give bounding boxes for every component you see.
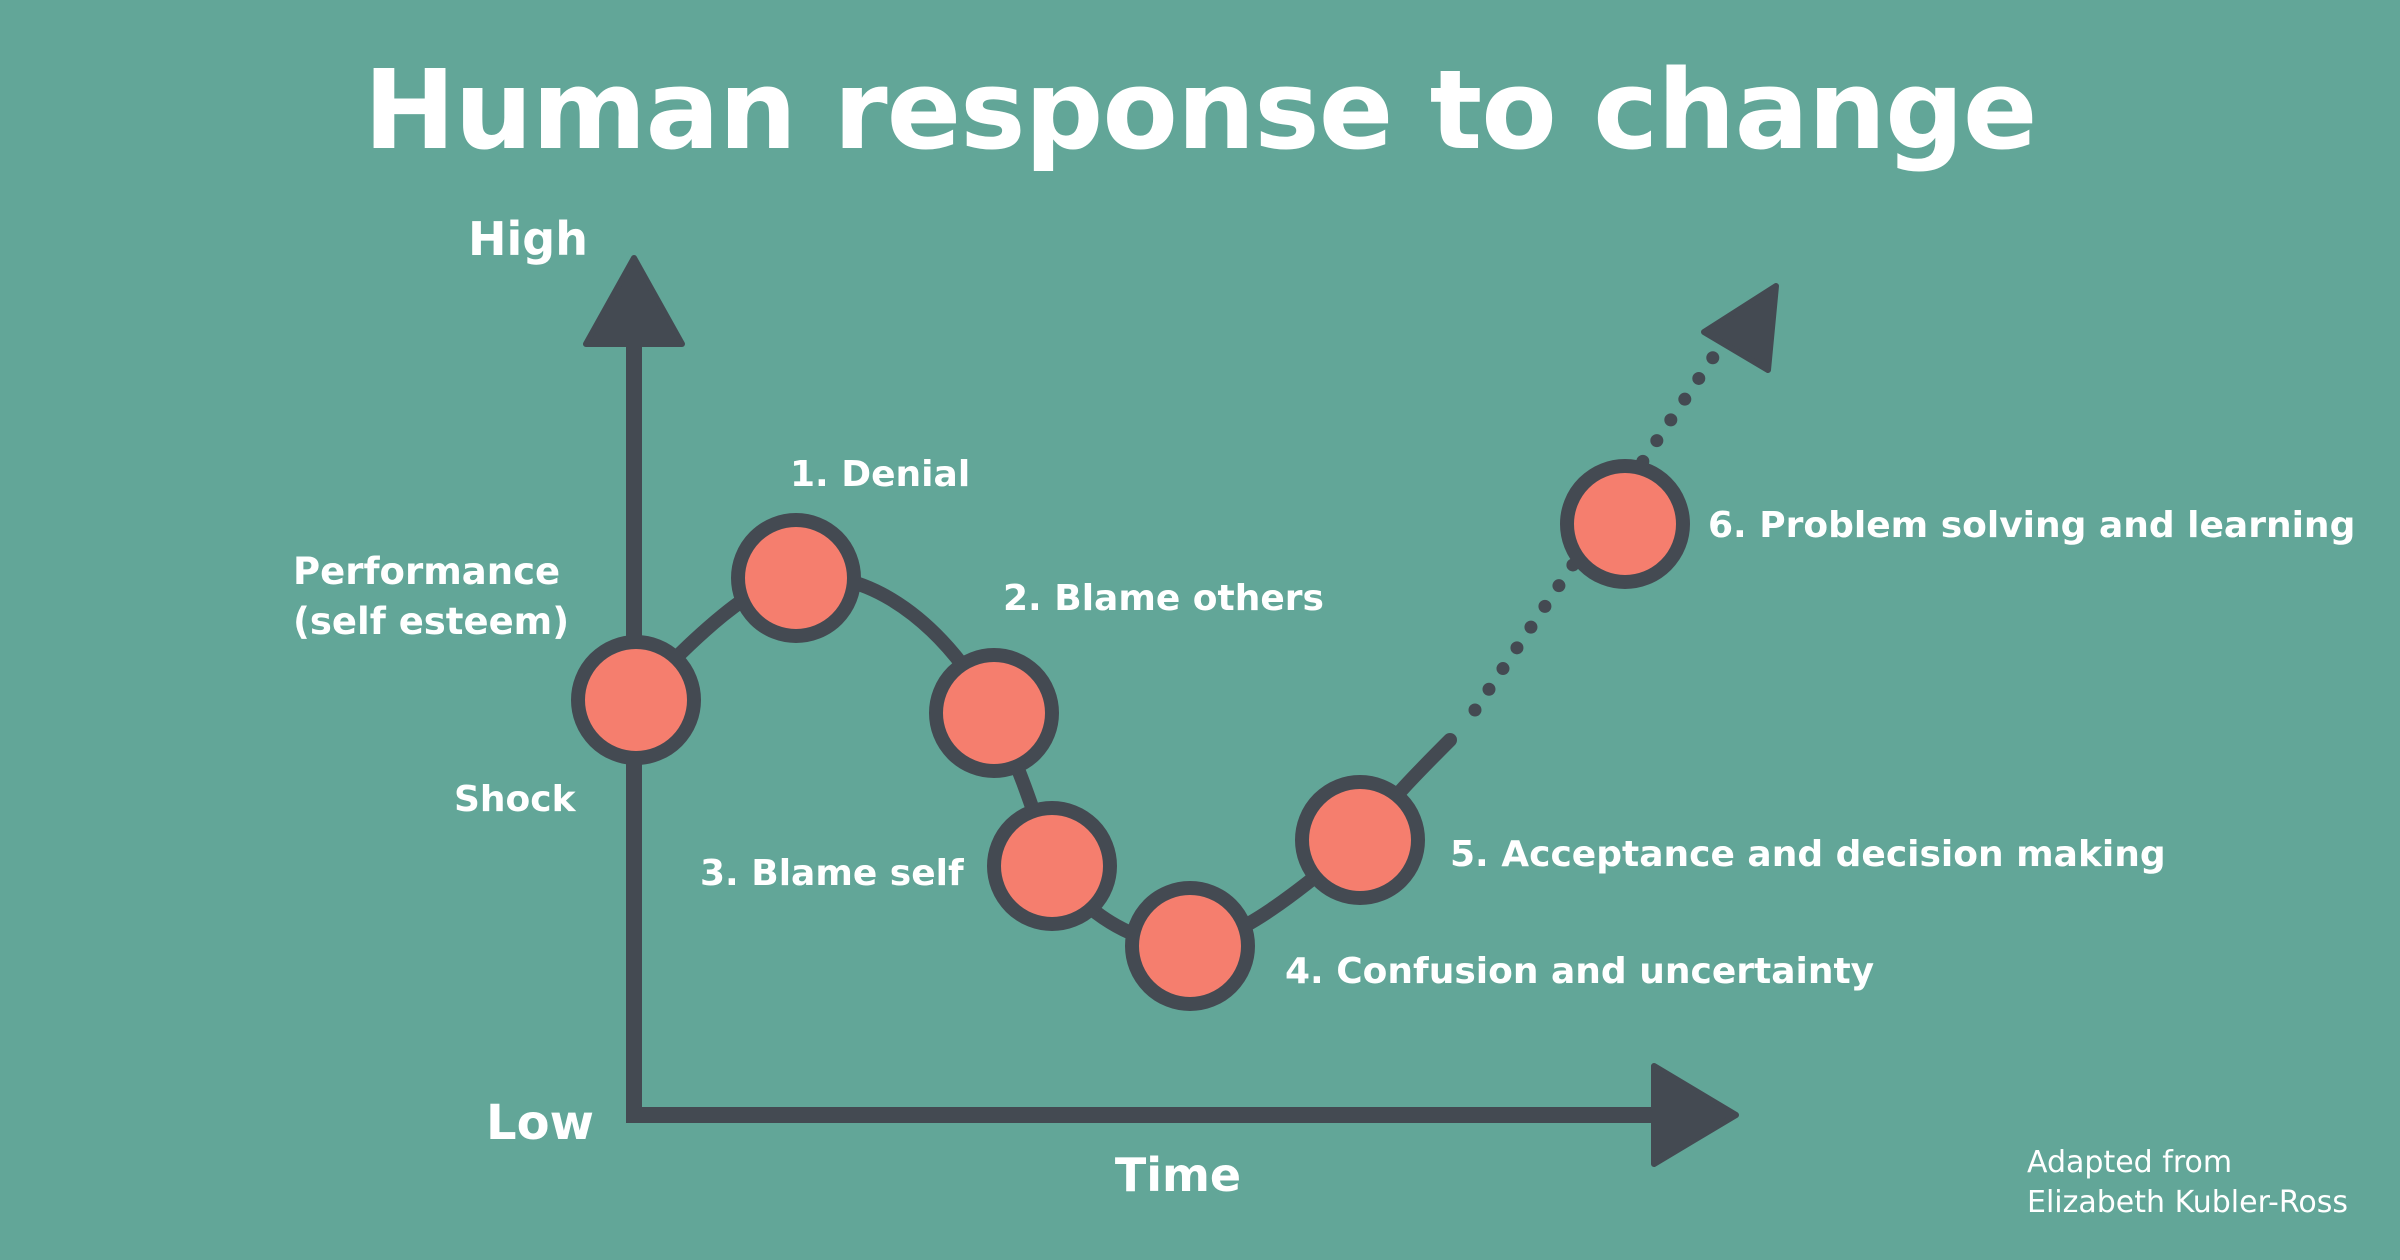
y-axis-name-line1: Performance [293, 550, 560, 593]
stage-nodes [571, 459, 1690, 1011]
stage-label-shock: Shock [454, 779, 577, 820]
stage-label-confusion: 4. Confusion and uncertainty [1285, 951, 1874, 992]
node-blame-others [929, 648, 1059, 778]
node-blame-self [987, 801, 1117, 931]
stage-label-blame-others: 2. Blame others [1003, 578, 1324, 619]
node-confusion [1125, 881, 1255, 1011]
y-axis-name-line2: (self esteem) [293, 600, 569, 643]
curve-dotted-segment [1468, 343, 1725, 717]
axes [583, 255, 1739, 1167]
stage-label-blame-self: 3. Blame self [700, 853, 964, 894]
y-axis-high-label: High [468, 212, 588, 266]
stage-label-acceptance: 5. Acceptance and decision making [1450, 834, 2166, 875]
x-axis-arrowhead [1651, 1063, 1739, 1167]
y-axis-arrowhead [583, 255, 685, 347]
stage-label-denial: 1. Denial [790, 454, 970, 495]
node-acceptance [1295, 775, 1425, 905]
x-axis-label: Time [1115, 1148, 1241, 1202]
y-axis-low-label: Low [486, 1095, 594, 1151]
page-title: Human response to change [364, 46, 2037, 174]
stage-label-problem-solving: 6. Problem solving and learning [1708, 505, 2355, 546]
node-denial [731, 513, 861, 643]
node-problem-solving [1560, 459, 1690, 589]
curve-arrowhead [1701, 283, 1779, 373]
credit-line1: Adapted from [2027, 1145, 2232, 1180]
node-shock [571, 635, 701, 765]
credit-line2: Elizabeth Kubler-Ross [2027, 1185, 2348, 1220]
